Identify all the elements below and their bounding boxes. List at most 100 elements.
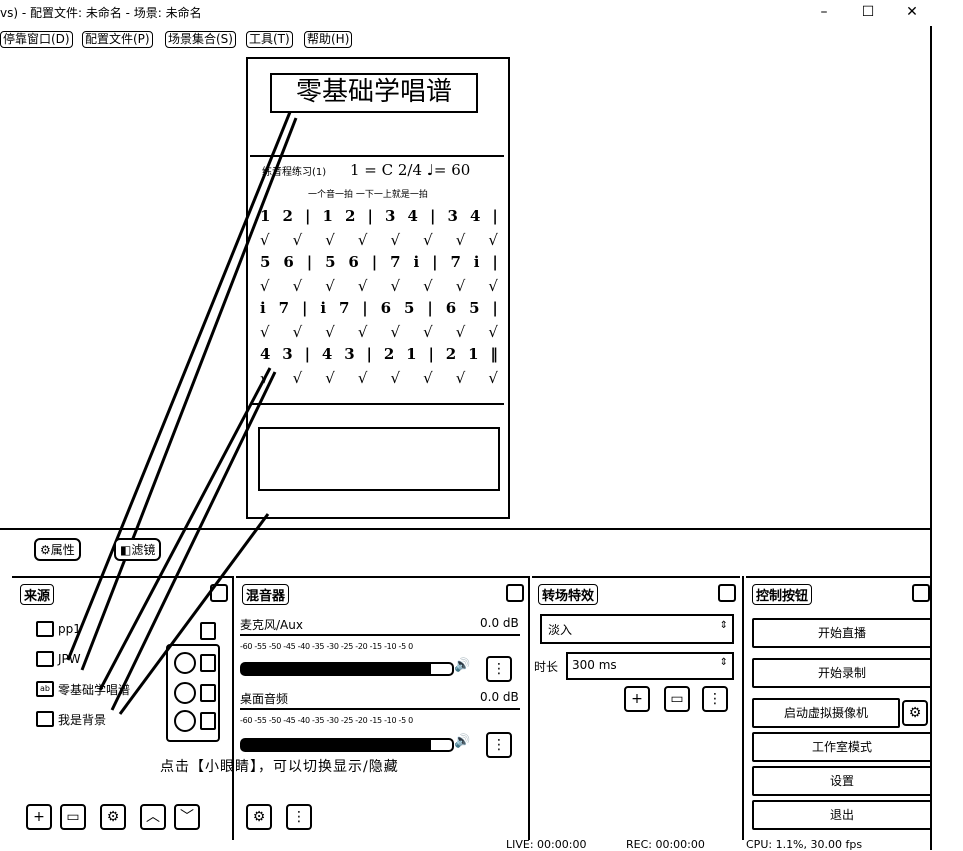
lock-icon[interactable]: [200, 684, 216, 702]
score-note: 2: [445, 345, 457, 363]
filters-button[interactable]: ◧滤镜: [114, 538, 162, 561]
studio-mode-button[interactable]: 工作室模式: [752, 732, 932, 762]
sources-dock: 来源 pp1 JPW ab 零基础学唱谱 我是背景 + ▭ ⚙ ︿ ﹀: [12, 576, 232, 842]
menu-help[interactable]: 帮助(H): [304, 31, 353, 48]
live-status: LIVE: 00:00:00: [506, 838, 587, 851]
window-title: vs) - 配置文件: 未命名 - 场景: 未命名: [0, 6, 202, 20]
maximize-button[interactable]: ☐: [861, 4, 875, 20]
close-button[interactable]: ✕: [906, 4, 918, 20]
tick-mark: √: [325, 277, 335, 295]
dock-divider: [232, 576, 234, 840]
start-recording-button[interactable]: 开始录制: [752, 658, 932, 688]
desktop-audio-label: 桌面音频: [240, 692, 289, 706]
tick-mark: √: [357, 369, 368, 387]
score-note: |: [428, 345, 434, 363]
scene-toolbar: ⚙属性 ◧滤镜: [0, 528, 930, 574]
score-note: i: [260, 299, 266, 317]
sources-float-icon[interactable]: [210, 584, 228, 602]
mic-aux-label: 麦克风/Aux: [240, 618, 303, 632]
properties-label: 属性: [50, 543, 75, 557]
score-note: 3: [282, 345, 293, 363]
score-note: |: [362, 299, 368, 317]
menu-docks[interactable]: 停靠窗口(D): [0, 31, 73, 48]
mixer-float-icon[interactable]: [506, 584, 524, 602]
tick-mark: √: [260, 323, 270, 341]
desktop-audio-db: 0.0 dB: [480, 690, 519, 704]
score-note: 1: [468, 345, 479, 363]
settings-button[interactable]: 设置: [752, 766, 932, 796]
score-note: i: [413, 253, 420, 271]
mic-menu-button[interactable]: ⋮: [486, 656, 512, 682]
transitions-float-icon[interactable]: [718, 584, 736, 602]
menu-profile[interactable]: 配置文件(P): [82, 31, 153, 48]
source-label: 零基础学唱谱: [58, 682, 131, 697]
score-note: |: [492, 253, 498, 271]
properties-button[interactable]: ⚙属性: [34, 538, 81, 561]
source-label: JPW: [58, 652, 81, 666]
source-item[interactable]: ab 零基础学唱谱: [36, 678, 130, 700]
menu-scene-collection[interactable]: 场景集合(S): [165, 31, 236, 48]
start-virtual-camera-button[interactable]: 启动虚拟摄像机: [752, 698, 900, 728]
score-note: 5: [404, 299, 415, 317]
eye-icon[interactable]: [174, 682, 196, 704]
lock-icon[interactable]: [200, 622, 216, 640]
add-transition-button[interactable]: +: [624, 686, 650, 712]
virtual-camera-settings-icon[interactable]: ⚙: [902, 700, 928, 726]
lock-icon[interactable]: [200, 654, 216, 672]
tick-mark: √: [423, 231, 433, 249]
image-icon: [36, 711, 54, 727]
desktop-menu-button[interactable]: ⋮: [486, 732, 512, 758]
remove-source-button[interactable]: ▭: [60, 804, 86, 830]
score-header: 练音程练习(1): [262, 167, 327, 178]
score-note: |: [306, 253, 313, 271]
stepper-icon[interactable]: ⇕: [719, 657, 728, 668]
mixer-settings-button[interactable]: ⚙: [246, 804, 272, 830]
eye-icon[interactable]: [174, 652, 196, 674]
source-item[interactable]: JPW: [36, 648, 81, 670]
mixer-more-button[interactable]: ⋮: [286, 804, 312, 830]
transition-select[interactable]: 淡入 ⇕: [540, 614, 734, 644]
duration-value: 300 ms: [572, 658, 617, 672]
score-note: 4: [469, 207, 481, 225]
remove-transition-button[interactable]: ▭: [664, 686, 690, 712]
desktop-volume-slider[interactable]: [240, 738, 454, 752]
score-note: 3: [447, 207, 458, 225]
image-icon: [36, 621, 54, 637]
speaker-icon[interactable]: 🔊: [454, 658, 471, 673]
source-item[interactable]: 我是背景: [36, 708, 106, 730]
score-note: 4: [260, 345, 271, 363]
score-note: 7: [450, 253, 461, 271]
divider: [0, 528, 930, 530]
start-streaming-button[interactable]: 开始直播: [752, 618, 932, 648]
eye-icon[interactable]: [174, 710, 196, 732]
add-source-button[interactable]: +: [26, 804, 52, 830]
duration-input[interactable]: 300 ms ⇕: [566, 652, 734, 680]
score-note: 4: [321, 345, 333, 363]
move-down-button[interactable]: ﹀: [174, 804, 200, 830]
meter-scale: -60 -55 -50 -45 -40 -35 -30 -25 -20 -15 …: [240, 716, 413, 725]
menu-tools[interactable]: 工具(T): [246, 31, 293, 48]
score-note: 6: [348, 253, 359, 271]
exit-button[interactable]: 退出: [752, 800, 932, 830]
mic-volume-slider[interactable]: [240, 662, 454, 676]
source-item[interactable]: pp1: [36, 618, 81, 640]
chevron-updown-icon: ⇕: [719, 620, 728, 631]
meter-scale: -60 -55 -50 -45 -40 -35 -30 -25 -20 -15 …: [240, 642, 413, 651]
image-icon: [36, 651, 54, 667]
minimize-button[interactable]: –: [820, 4, 828, 20]
sources-title: 来源: [20, 584, 55, 605]
window-right-border: [930, 26, 932, 850]
speaker-icon[interactable]: 🔊: [454, 734, 471, 749]
tick-mark: √: [357, 323, 368, 341]
dock-divider: [742, 576, 744, 840]
lock-icon[interactable]: [200, 712, 216, 730]
source-settings-button[interactable]: ⚙: [100, 804, 126, 830]
score-note: 4: [407, 207, 418, 225]
move-up-button[interactable]: ︿: [140, 804, 166, 830]
mixer-title: 混音器: [242, 584, 290, 605]
controls-float-icon[interactable]: [912, 584, 930, 602]
transition-menu-button[interactable]: ⋮: [702, 686, 728, 712]
preview-source-card[interactable]: 零基础学唱谱 练音程练习(1) 1 = C 2/4 ♩= 60 一个音一拍 一下…: [246, 57, 510, 519]
